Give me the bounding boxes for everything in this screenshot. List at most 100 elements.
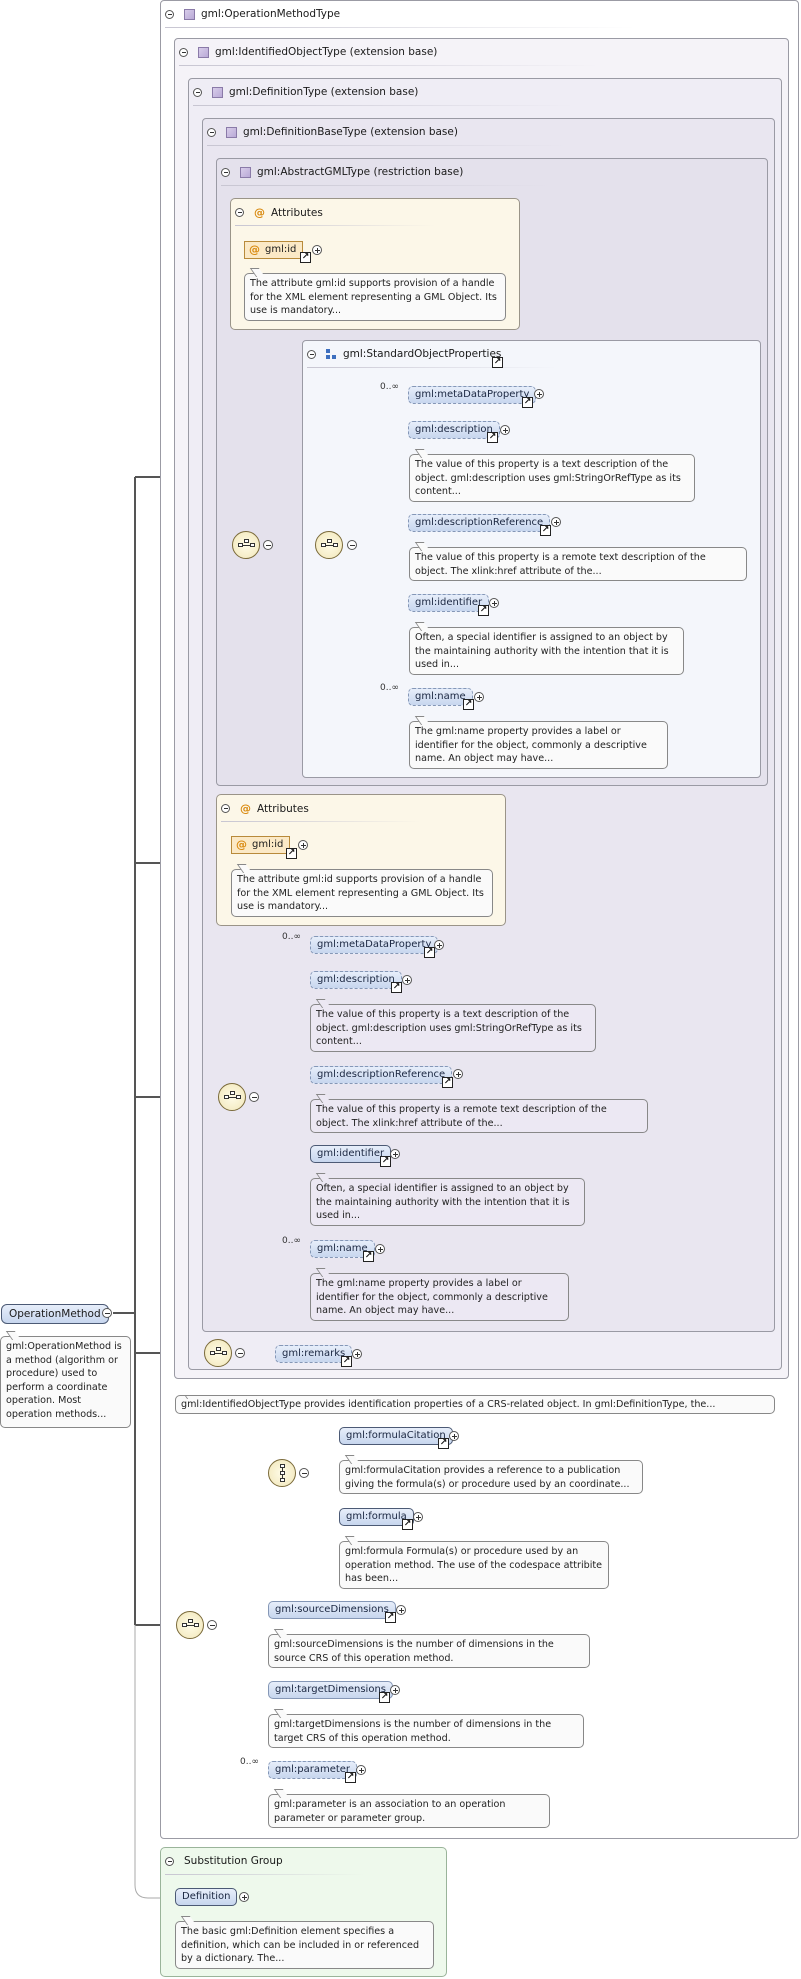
jump-to-definition-icon[interactable]: ↗ — [379, 1692, 390, 1703]
expand-plus-icon[interactable] — [489, 598, 499, 608]
occurrence-label: 0..∞ — [240, 1757, 259, 1767]
jump-to-definition-icon[interactable]: ↗ — [300, 252, 311, 263]
collapse-icon[interactable] — [263, 540, 273, 550]
jump-to-definition-icon[interactable]: ↗ — [345, 1772, 356, 1783]
complex-type-icon — [198, 46, 209, 58]
element-description[interactable]: gml:description — [310, 971, 402, 989]
occurrence-label: 0..∞ — [380, 382, 399, 392]
sequence-compositor-icon[interactable] — [315, 531, 343, 559]
collapse-icon[interactable] — [165, 9, 174, 19]
sequence-compositor-icon[interactable] — [232, 531, 260, 559]
element-remarks[interactable]: gml:remarks — [275, 1345, 353, 1363]
occurrence-label: 0..∞ — [282, 1236, 301, 1246]
expand-plus-icon[interactable] — [434, 940, 444, 950]
expand-plus-icon[interactable] — [474, 692, 484, 702]
collapse-icon[interactable] — [165, 1856, 174, 1866]
complex-type-icon — [184, 8, 195, 20]
expand-plus-icon[interactable] — [534, 389, 544, 399]
element-identifier-doc: Often, a special identifier is assigned … — [310, 1178, 585, 1226]
jump-to-definition-icon[interactable]: ↗ — [487, 432, 498, 443]
jump-to-definition-icon[interactable]: ↗ — [391, 982, 402, 993]
standard-object-properties-title: gml:StandardObjectProperties — [343, 348, 502, 360]
jump-to-definition-icon[interactable]: ↗ — [540, 525, 551, 536]
complex-type-title: gml:OperationMethodType — [201, 8, 341, 20]
expand-plus-icon[interactable] — [390, 1685, 400, 1695]
expand-plus-icon[interactable] — [551, 517, 561, 527]
element-formula[interactable]: gml:formula — [339, 1508, 414, 1526]
collapse-icon[interactable] — [221, 804, 230, 813]
collapse-icon[interactable] — [235, 1348, 245, 1358]
collapse-icon[interactable] — [249, 1092, 259, 1102]
element-description[interactable]: gml:description — [408, 421, 500, 439]
expand-plus-icon[interactable] — [402, 975, 412, 985]
element-description-reference[interactable]: gml:descriptionReference — [408, 514, 551, 532]
collapse-icon[interactable] — [221, 167, 230, 177]
jump-to-definition-icon[interactable]: ↗ — [522, 397, 533, 408]
element-formula-citation-doc: gml:formulaCitation provides a reference… — [339, 1460, 643, 1494]
identified-object-type-title: gml:IdentifiedObjectType (extension base… — [215, 46, 438, 58]
collapse-icon[interactable] — [307, 349, 316, 359]
jump-to-definition-icon[interactable]: ↗ — [492, 357, 503, 368]
element-description-reference-doc: The value of this property is a remote t… — [409, 547, 747, 581]
collapse-icon[interactable] — [235, 208, 244, 217]
attribute-gml-id[interactable]: @ gml:id — [231, 836, 291, 854]
element-source-dimensions[interactable]: gml:sourceDimensions — [268, 1601, 396, 1619]
element-formula-citation[interactable]: gml:formulaCitation — [339, 1427, 453, 1445]
jump-to-definition-icon[interactable]: ↗ — [463, 699, 474, 710]
jump-to-definition-icon[interactable]: ↗ — [402, 1519, 413, 1530]
definition-base-type-title: gml:DefinitionBaseType (extension base) — [243, 126, 458, 138]
expand-plus-icon[interactable] — [453, 1069, 463, 1079]
expand-plus-icon[interactable] — [413, 1512, 423, 1522]
attributes-title: Attributes — [271, 206, 323, 219]
element-identifier-doc: Often, a special identifier is assigned … — [409, 627, 684, 675]
expand-plus-icon[interactable] — [298, 840, 308, 850]
element-source-dimensions-doc: gml:sourceDimensions is the number of di… — [268, 1634, 590, 1668]
jump-to-definition-icon[interactable]: ↗ — [286, 848, 297, 859]
choice-compositor-icon[interactable] — [268, 1459, 296, 1487]
jump-to-definition-icon[interactable]: ↗ — [442, 1077, 453, 1088]
attribute-icon: @ — [236, 838, 247, 851]
root-documentation: gml:OperationMethod is a method (algorit… — [0, 1336, 131, 1428]
attribute-gml-id[interactable]: @ gml:id — [244, 241, 304, 259]
collapse-icon[interactable] — [207, 127, 216, 137]
sequence-compositor-icon[interactable] — [218, 1083, 246, 1111]
element-parameter[interactable]: gml:parameter — [268, 1761, 358, 1779]
jump-to-definition-icon[interactable]: ↗ — [385, 1612, 396, 1623]
collapse-icon[interactable] — [207, 1620, 217, 1630]
collapse-icon[interactable] — [347, 540, 357, 550]
expand-plus-icon[interactable] — [449, 1431, 459, 1441]
expand-plus-icon[interactable] — [312, 245, 322, 255]
collapse-icon[interactable] — [179, 47, 188, 57]
element-target-dimensions[interactable]: gml:targetDimensions — [268, 1681, 394, 1699]
element-formula-doc: gml:formula Formula(s) or procedure used… — [339, 1541, 609, 1589]
sequence-compositor-icon[interactable] — [204, 1339, 232, 1367]
element-definition[interactable]: Definition — [175, 1888, 238, 1906]
jump-to-definition-icon[interactable]: ↗ — [380, 1156, 391, 1167]
jump-to-definition-icon[interactable]: ↗ — [478, 605, 489, 616]
jump-to-definition-icon[interactable]: ↗ — [363, 1251, 374, 1262]
element-name[interactable]: gml:name — [310, 1240, 375, 1258]
expand-plus-icon[interactable] — [352, 1349, 362, 1359]
collapse-icon[interactable] — [299, 1468, 309, 1478]
collapse-icon[interactable] — [193, 87, 202, 97]
expand-plus-icon[interactable] — [396, 1605, 406, 1615]
element-description-reference[interactable]: gml:descriptionReference — [310, 1066, 453, 1084]
expand-plus-icon[interactable] — [375, 1244, 385, 1254]
expand-plus-icon[interactable] — [239, 1892, 249, 1902]
jump-to-definition-icon[interactable]: ↗ — [424, 947, 435, 958]
element-identifier[interactable]: gml:identifier — [310, 1145, 392, 1163]
collapse-icon[interactable] — [102, 1308, 112, 1318]
complex-type-icon — [212, 86, 223, 98]
jump-to-definition-icon[interactable]: ↗ — [341, 1356, 352, 1367]
element-meta-data-property[interactable]: gml:metaDataProperty — [408, 386, 537, 404]
expand-plus-icon[interactable] — [500, 425, 510, 435]
root-element-operation-method[interactable]: OperationMethod — [1, 1304, 109, 1324]
identified-object-type-doc: gml:IdentifiedObjectType provides identi… — [175, 1395, 775, 1414]
element-identifier[interactable]: gml:identifier — [408, 594, 490, 612]
element-name[interactable]: gml:name — [408, 688, 473, 706]
jump-to-definition-icon[interactable]: ↗ — [438, 1438, 449, 1449]
element-meta-data-property[interactable]: gml:metaDataProperty — [310, 936, 439, 954]
expand-plus-icon[interactable] — [390, 1149, 400, 1159]
expand-plus-icon[interactable] — [356, 1765, 366, 1775]
sequence-compositor-icon[interactable] — [176, 1611, 204, 1639]
